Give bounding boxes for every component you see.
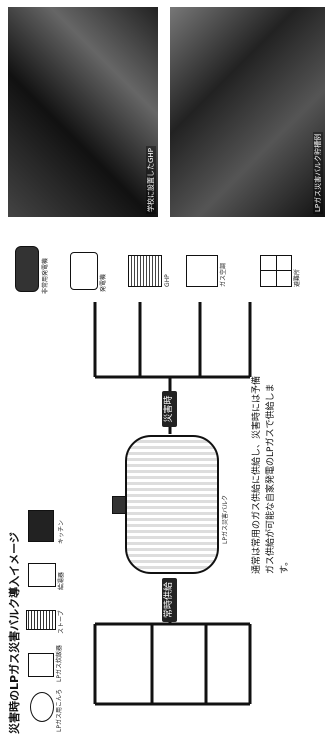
- device-label: 発電機: [100, 273, 107, 292]
- photo-caption: 学校に設置したGHP: [146, 146, 156, 214]
- gas-aircon-icon: [186, 255, 218, 287]
- device-label: 避難所: [294, 268, 301, 287]
- photo-bottom: LPガス災害バルク貯槽例: [170, 7, 325, 217]
- window-icon: [260, 255, 292, 287]
- device-label: 給湯器: [58, 571, 65, 590]
- bulk-tank-icon: [125, 435, 219, 574]
- water-heater-icon: [28, 563, 56, 587]
- center-label: LPガス災害バルク: [222, 495, 229, 544]
- device-label: ストーブ: [58, 610, 65, 634]
- right-connector-label: 災害時: [162, 391, 177, 427]
- left-connector-label: 常時供給: [162, 578, 177, 622]
- vehicle-icon: [15, 246, 39, 292]
- device-label: キッチン: [58, 519, 65, 544]
- device-label: ガス空調: [220, 262, 227, 287]
- ghp-panel-icon: [128, 255, 162, 287]
- device-label: GHP: [164, 274, 171, 287]
- photo-top: 学校に設置したGHP: [8, 7, 158, 217]
- generator-icon: [70, 252, 98, 290]
- device-label: 非常用発電機: [42, 257, 49, 294]
- description-text: 通常は常用のガス供給に供給し、災害時には予備ガス供給が可能な自家発電のLPガスで…: [252, 375, 290, 574]
- photo-caption: LPガス災害バルク貯槽例: [313, 131, 323, 214]
- stove-icon: [30, 692, 54, 722]
- device-label: LPガス用こんろ: [56, 689, 63, 732]
- rice-cooker-icon: [28, 653, 54, 677]
- heater-icon: [26, 610, 56, 630]
- device-label: LPガス炊飯器: [56, 645, 63, 682]
- kitchen-icon: [28, 510, 54, 542]
- tank-valve-icon: [112, 496, 126, 514]
